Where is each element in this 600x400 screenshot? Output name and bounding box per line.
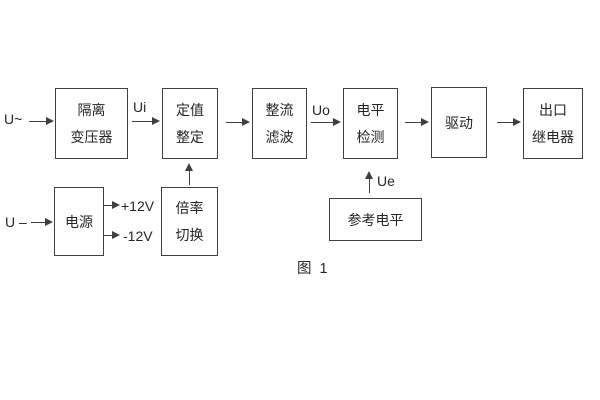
block-reference-level: 参考电平 xyxy=(329,198,422,241)
block-rectifier-filter: 整流 滤波 xyxy=(252,88,307,159)
block-value-setting: 定值 整定 xyxy=(162,88,218,159)
block-label-line: 切换 xyxy=(175,227,204,243)
ac-input-label: U~ xyxy=(4,111,23,127)
block-label-line: 出口 xyxy=(539,102,567,118)
arrow-pos-supply-output xyxy=(103,201,120,210)
block-label-line: 驱动 xyxy=(445,114,473,131)
arrow-rectifier-to-level xyxy=(311,118,341,127)
arrow-level-to-driver xyxy=(405,118,429,127)
block-label-line: 电平 xyxy=(356,102,385,118)
dc-input-label: U – xyxy=(5,214,27,230)
block-output-relay: 出口 继电器 xyxy=(523,88,583,159)
arrow-transformer-to-setting xyxy=(132,117,160,126)
arrow-ac-input-to-transformer xyxy=(29,117,54,126)
block-ratio-switching: 倍率 切换 xyxy=(161,187,218,256)
arrow-ratio-to-setting xyxy=(185,163,194,185)
neg-12v-label: -12V xyxy=(123,228,153,244)
block-label-line: 继电器 xyxy=(532,129,574,145)
arrow-setting-to-rectifier xyxy=(226,117,250,126)
block-label-line: 倍率 xyxy=(175,200,204,216)
signal-ui-label: Ui xyxy=(133,99,147,115)
block-label-line: 隔离 xyxy=(77,102,106,118)
block-label-line: 定值 xyxy=(176,102,204,118)
block-label-line: 电源 xyxy=(65,213,93,230)
arrow-driver-to-relay xyxy=(497,118,521,127)
block-label-line: 参考电平 xyxy=(347,211,404,228)
arrow-dc-input-to-power xyxy=(31,217,53,226)
pos-12v-label: +12V xyxy=(121,198,155,214)
block-isolation-transformer: 隔离 变压器 xyxy=(55,88,128,159)
figure-caption: 图 1 xyxy=(297,261,330,277)
arrow-neg-supply-output xyxy=(103,231,120,240)
signal-ue-label: Ue xyxy=(377,173,395,189)
block-label-line: 滤波 xyxy=(265,129,294,145)
signal-uo-label: Uo xyxy=(312,102,330,118)
block-power-supply: 电源 xyxy=(54,187,104,256)
block-level-detection: 电平 检测 xyxy=(343,88,398,159)
block-label-line: 整定 xyxy=(176,129,204,145)
arrow-reference-to-level xyxy=(365,171,374,193)
block-label-line: 检测 xyxy=(356,129,385,145)
block-label-line: 整流 xyxy=(265,102,294,118)
block-driver: 驱动 xyxy=(431,87,487,158)
block-label-line: 变压器 xyxy=(70,129,113,145)
